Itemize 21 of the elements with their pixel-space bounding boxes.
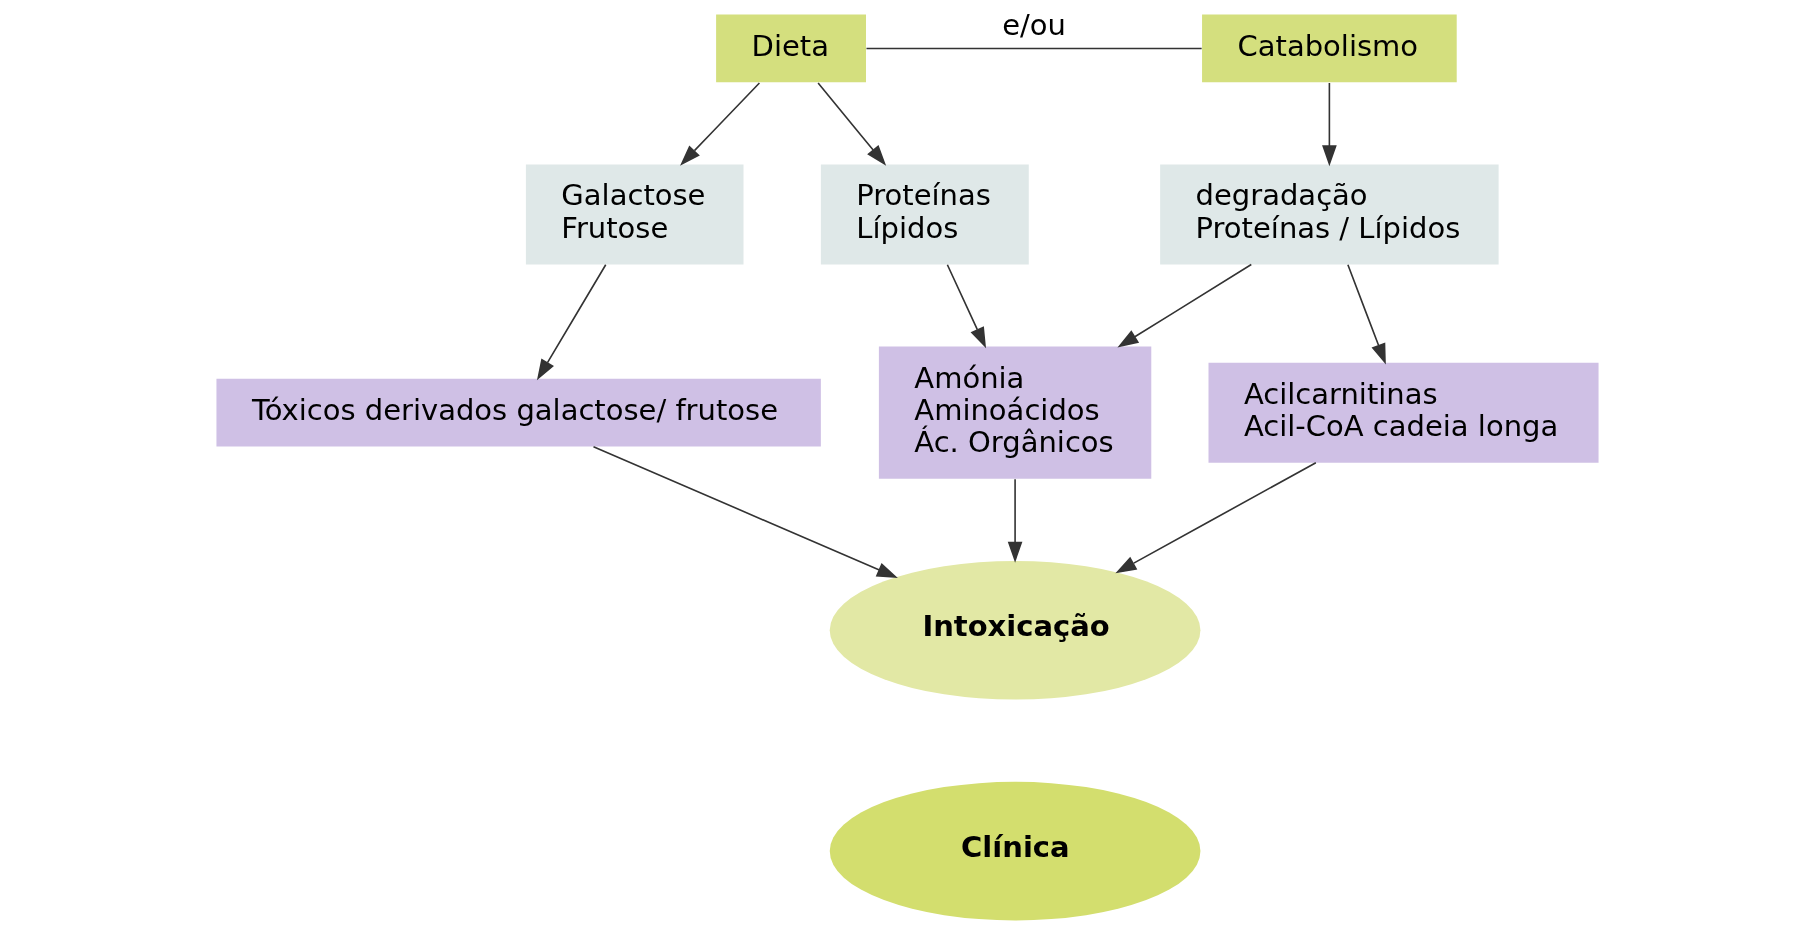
node-box: Galactose Frutose (525, 164, 744, 265)
arrow (1322, 82, 1337, 167)
arrow (680, 82, 761, 166)
node-box: Dieta (716, 14, 866, 83)
arrow (1007, 478, 1023, 563)
arrow (817, 82, 887, 166)
arrow (1117, 263, 1253, 348)
arrow (946, 263, 987, 349)
arrow (536, 263, 607, 381)
node-box: Amónia Aminoácidos Ác. Orgânicos (878, 346, 1152, 479)
node-ellipse: Clínica (829, 781, 1201, 921)
arrow (1115, 461, 1317, 574)
edge-label: e/ou (1002, 7, 1066, 42)
node-box: Catabolismo (1202, 14, 1457, 83)
connector (865, 47, 1203, 50)
node-box: Tóxicos derivados galactose/ frutose (216, 378, 821, 447)
node-box: degradação Proteínas / Lípidos (1160, 164, 1499, 265)
node-box: Acilcarnitinas Acil-CoA cadeia longa (1208, 362, 1599, 463)
arrow (592, 445, 898, 579)
node-box: Proteínas Lípidos (820, 164, 1029, 265)
arrow (1347, 263, 1386, 365)
